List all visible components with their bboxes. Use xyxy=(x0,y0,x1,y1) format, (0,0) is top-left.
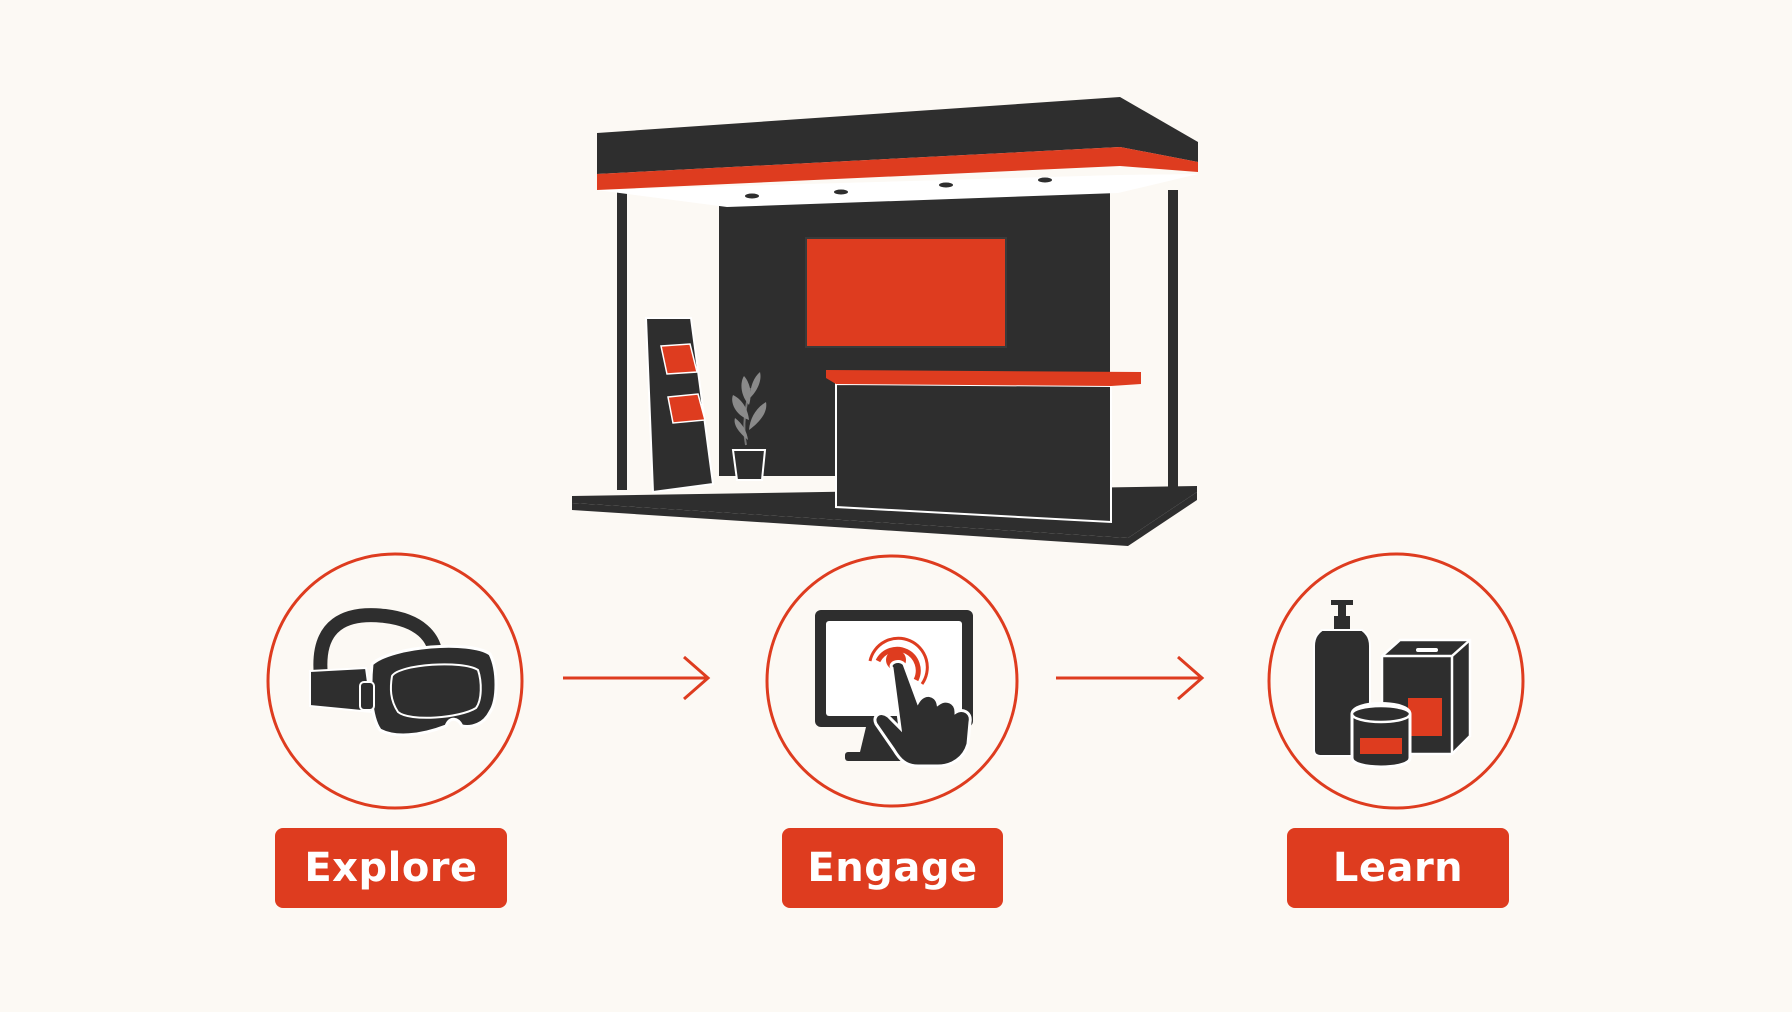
arrow-right-icon xyxy=(563,655,711,701)
exhibition-booth-icon xyxy=(572,97,1198,546)
step-label-engage: Engage xyxy=(782,828,1003,908)
arrow-right-icon xyxy=(1056,655,1205,701)
product-samples-icon xyxy=(1313,600,1472,769)
vr-headset-icon xyxy=(309,608,498,737)
touchscreen-monitor-icon xyxy=(815,610,973,768)
step-label-learn: Learn xyxy=(1287,828,1509,908)
brochure-stand-icon xyxy=(644,317,715,494)
booth-canopy xyxy=(597,97,1198,207)
reception-counter-icon xyxy=(826,370,1141,524)
potted-plant-icon xyxy=(731,372,767,481)
booth-display-screen xyxy=(805,237,1007,348)
step-label-explore: Explore xyxy=(275,828,507,908)
